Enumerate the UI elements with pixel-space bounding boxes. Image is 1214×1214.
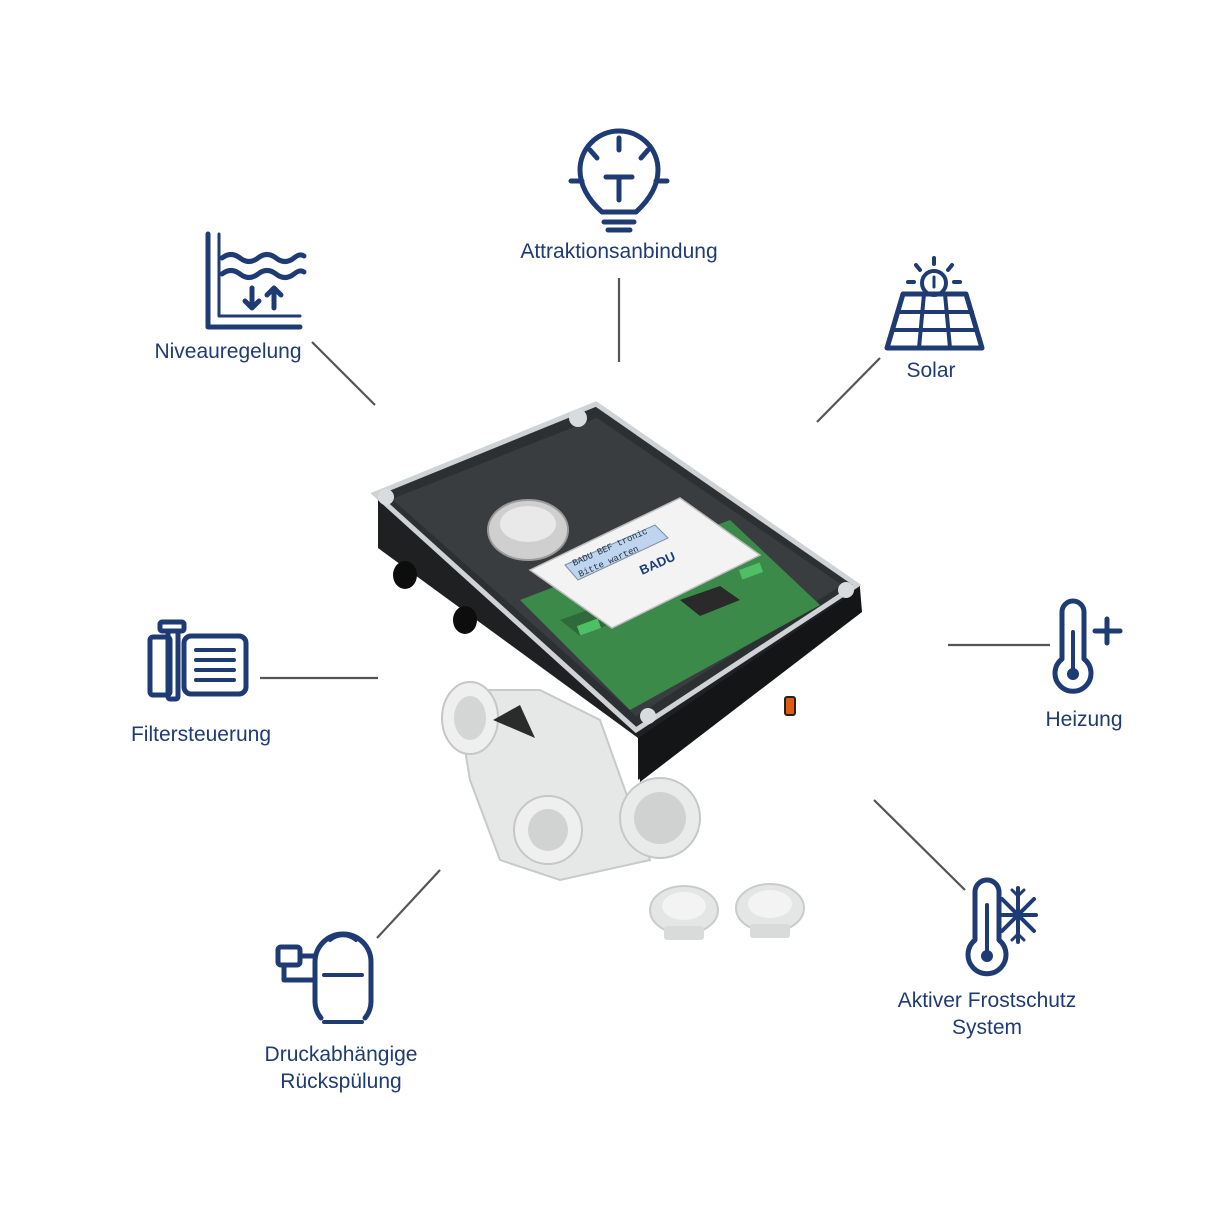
housing-box [370, 401, 862, 782]
sand-filter-icon [275, 931, 374, 1024]
multiport-valve [441, 681, 701, 882]
label-niveauregelung: Niveauregelung [154, 340, 302, 363]
label-solar: Solar [906, 359, 956, 382]
pump-motor-icon [147, 619, 249, 702]
label-rueckspuelung: Druckabhängige Rückspülung [264, 1043, 418, 1093]
label-heizung: Heizung [1045, 708, 1123, 731]
connector-niveau [311, 341, 376, 406]
connector-solar [816, 357, 881, 423]
label-attraktionsanbindung: Attraktionsanbindung [520, 240, 718, 263]
thermometer-plus-icon [1052, 598, 1123, 694]
water-level-icon [205, 231, 307, 330]
connector-rueckspuelung [376, 869, 441, 939]
solar-panel-icon [884, 256, 985, 351]
screw-caps [649, 883, 805, 940]
thermometer-snowflake-icon [965, 877, 1038, 977]
label-filtersteuerung: Filtersteuerung [130, 723, 272, 746]
control-unit-device [370, 401, 862, 940]
lightbulb-icon [568, 128, 670, 233]
label-frostschutz: Aktiver Frostschutz System [897, 989, 1077, 1039]
connector-frostschutz [873, 799, 966, 891]
